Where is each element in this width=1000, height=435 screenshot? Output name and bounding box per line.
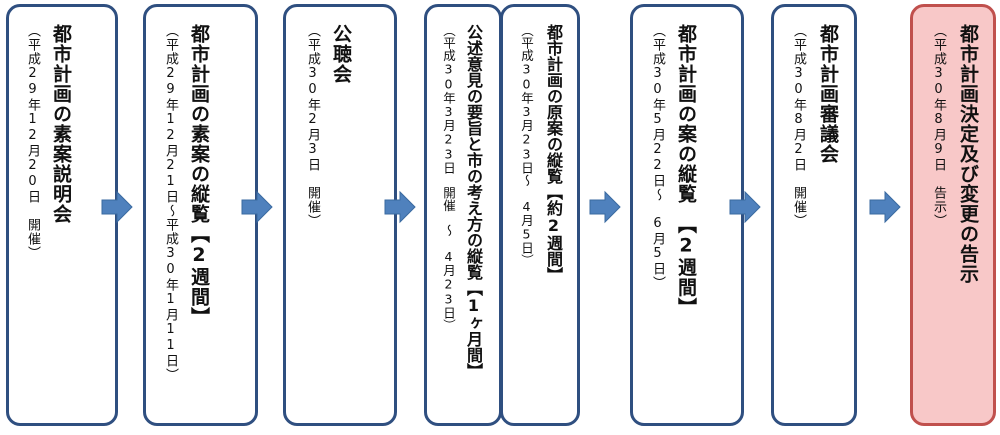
step-3-title: 公聴会 (330, 24, 352, 84)
step-5-title: 都市計画の原案の縦覧【約2週間】 (544, 24, 563, 283)
step-2-detail: （平成29年12月21日～平成30年1月11日） (163, 24, 178, 382)
step-3-detail: （平成30年2月3日 開催） (305, 24, 320, 228)
right-arrow-icon (384, 190, 416, 224)
right-arrow-icon (241, 190, 273, 224)
step-box-8-final (910, 4, 996, 426)
step-7-title: 都市計画審議会 (817, 24, 839, 164)
step-1-detail: （平成29年12月20日 開催） (25, 24, 40, 260)
right-arrow-icon (869, 190, 901, 224)
step-6-detail: （平成30年5月22日～ 6月5日） (650, 24, 665, 290)
step-box-3 (283, 4, 397, 426)
step-1-title: 都市計画の素案説明会 (50, 24, 72, 224)
step-7-detail: （平成30年8月2日 開催） (791, 24, 806, 228)
step-box-1 (6, 4, 118, 426)
step-5-detail: （平成30年3月23日～ 4月5日） (519, 24, 534, 267)
step-box-7 (771, 4, 857, 426)
right-arrow-icon (101, 190, 133, 224)
step-8-title: 都市計画決定及び変更の告示 (957, 24, 979, 284)
right-arrow-icon (729, 190, 761, 224)
step-box-2 (143, 4, 258, 426)
step-box-6 (630, 4, 744, 426)
step-2-title: 都市計画の素案の縦覧【2週間】 (188, 24, 210, 327)
step-6-title: 都市計画の案の縦覧 【2週間】 (675, 24, 697, 318)
step-8-detail: （平成30年8月9日 告示） (931, 24, 946, 228)
step-4-detail: （平成30年3月23日 開催 ～ 4月23日） (441, 24, 456, 332)
step-4-title: 公述意見の要旨と市の考え方の縦覧【1ヶ月間】 (464, 24, 483, 379)
right-arrow-icon (589, 190, 621, 224)
step-box-5 (500, 4, 580, 426)
step-box-4 (424, 4, 502, 426)
